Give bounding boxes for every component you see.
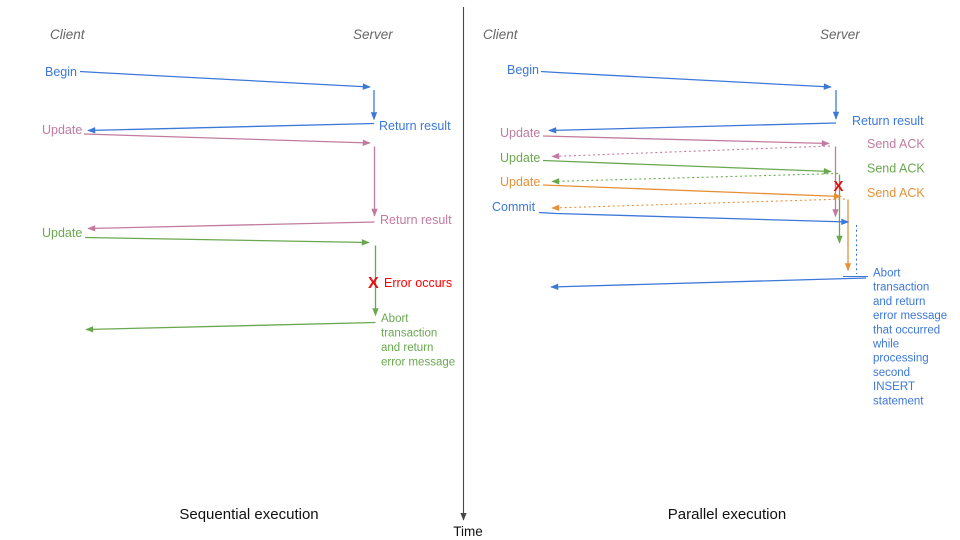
sequential-panel: Client Server Begin Return result Update… — [42, 27, 455, 523]
left-server-header: Server — [353, 27, 393, 42]
right-return-result-arrow — [548, 122, 837, 134]
left-update-1-request-arrow — [83, 133, 371, 146]
left-abort-return-arrow — [85, 321, 376, 333]
right-update-3-request-arrow — [542, 184, 842, 200]
right-panel-title: Parallel execution — [668, 506, 786, 523]
left-return-result-2-label: Return result — [380, 213, 452, 227]
right-update-3-label: Update — [500, 175, 540, 189]
right-abort-line: transaction — [873, 282, 929, 294]
right-send-ack-2-arrow — [551, 172, 839, 185]
right-commit-request-arrow — [538, 211, 850, 225]
left-client-header: Client — [50, 27, 86, 42]
right-abort-line: INSERT — [873, 381, 915, 393]
left-update-1-label: Update — [42, 123, 82, 137]
time-axis-label: Time — [453, 524, 483, 539]
right-send-ack-1-label: Send ACK — [867, 137, 925, 151]
right-abort-line: error message — [873, 310, 947, 322]
right-error-x-icon: X — [834, 178, 844, 195]
left-return-result-2-arrow — [87, 221, 375, 232]
left-abort-message: Abort transaction and return error messa… — [381, 313, 455, 369]
left-error-x-icon: X — [368, 275, 379, 292]
left-return-result-1-label: Return result — [379, 119, 451, 133]
right-abort-line: second — [873, 367, 910, 379]
right-server-header: Server — [820, 27, 860, 42]
right-abort-line: that occurred — [873, 324, 940, 336]
right-abort-line: Abort — [873, 268, 901, 280]
right-send-ack-2-label: Send ACK — [867, 162, 925, 176]
right-commit-label: Commit — [492, 200, 536, 214]
right-return-result-label: Return result — [852, 114, 924, 128]
left-begin-request-arrow — [79, 70, 371, 90]
right-abort-line: processing — [873, 353, 929, 365]
right-update-1-request-arrow — [542, 135, 830, 147]
left-update-2-request-arrow — [84, 236, 370, 246]
left-abort-line: transaction — [381, 328, 437, 340]
left-error-occurs-label: Error occurs — [384, 276, 452, 290]
right-update-1-label: Update — [500, 126, 540, 140]
left-abort-line: and return — [381, 342, 433, 354]
right-update-2-label: Update — [500, 151, 540, 165]
right-begin-label: Begin — [507, 63, 539, 77]
left-abort-line: error message — [381, 357, 455, 369]
right-send-ack-1-arrow — [551, 145, 831, 160]
right-send-ack-3-label: Send ACK — [867, 186, 925, 200]
right-abort-line: statement — [873, 395, 924, 407]
right-abort-line: while — [872, 339, 899, 351]
right-client-header: Client — [483, 27, 519, 42]
time-axis: Time — [453, 7, 483, 539]
right-update-2-request-arrow — [542, 159, 832, 175]
right-abort-line: and return — [873, 296, 925, 308]
left-update-2-label: Update — [42, 226, 82, 240]
right-abort-message: Abort transaction and return error messa… — [872, 268, 947, 408]
left-begin-label: Begin — [45, 65, 77, 79]
parallel-panel: Client Server Begin Return result Update… — [483, 27, 947, 523]
left-return-result-1-arrow — [87, 122, 375, 134]
left-panel-title: Sequential execution — [179, 506, 318, 523]
right-abort-return-arrow — [550, 277, 867, 290]
right-send-ack-3-arrow — [551, 198, 846, 211]
left-abort-line: Abort — [381, 313, 409, 325]
right-begin-request-arrow — [540, 70, 832, 90]
